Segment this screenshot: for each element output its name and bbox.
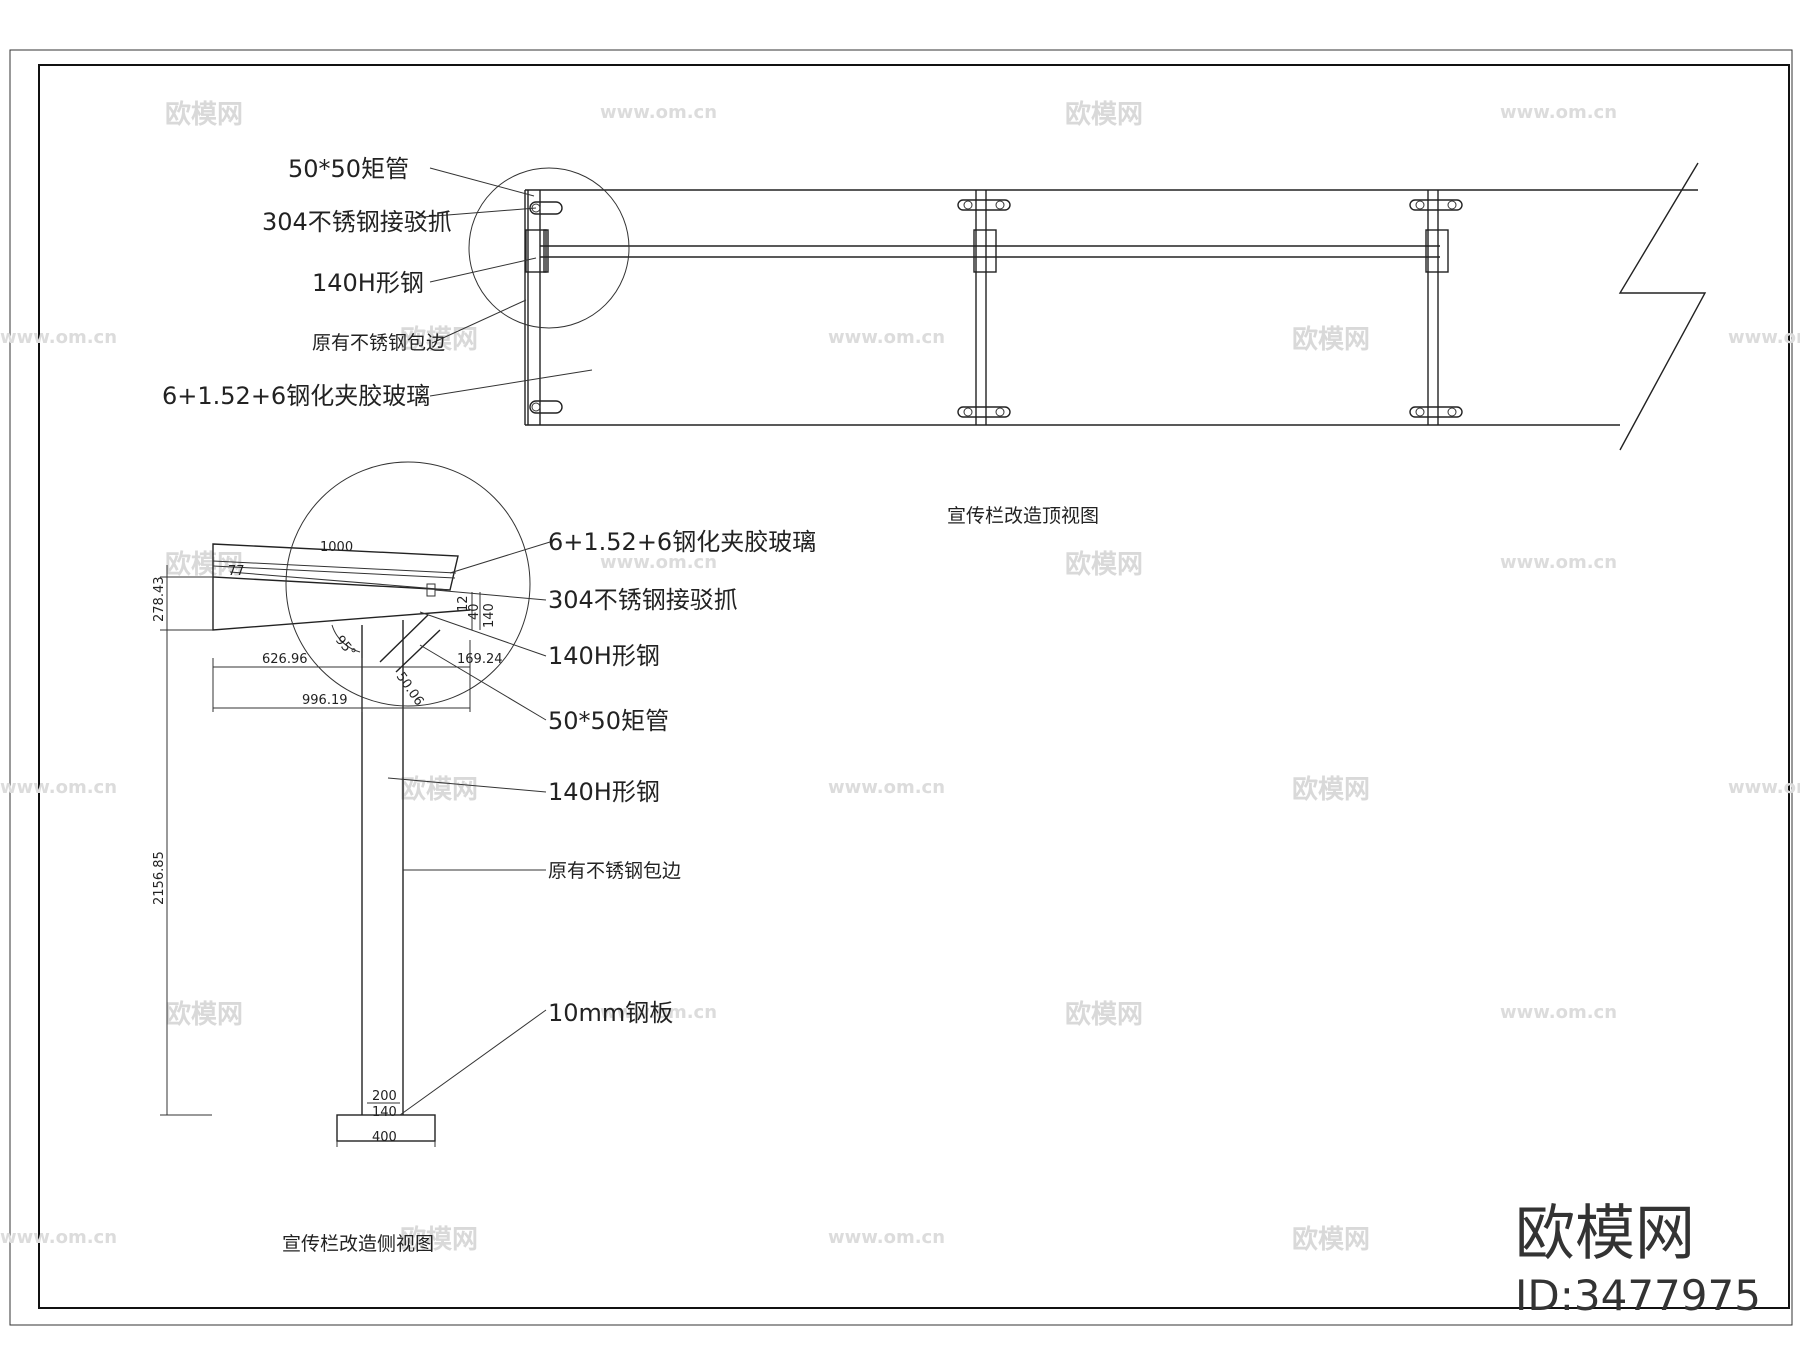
dim-2156: 2156.85 — [152, 851, 167, 905]
side-label-plate: 10mm钢板 — [548, 999, 673, 1027]
side-label-tube: 50*50矩管 — [548, 707, 669, 735]
watermark-url: www.om.cn — [0, 1227, 117, 1248]
dim-278: 278.43 — [152, 577, 167, 623]
watermark-logo: 欧模网 — [1065, 999, 1143, 1030]
label-edge: 原有不锈钢包边 — [312, 332, 445, 354]
label-tube: 50*50矩管 — [288, 155, 409, 183]
side-label-hsteel-top: 140H形钢 — [548, 642, 660, 670]
sheet-outer-frame — [9, 49, 1793, 1326]
dim-77: 77 — [228, 564, 245, 579]
watermark-url: www.om.cn — [1500, 552, 1617, 573]
sheet-inner-frame — [38, 64, 1790, 1309]
watermark-url: www.om.cn — [600, 1002, 717, 1023]
top-view-title: 宣传栏改造顶视图 — [947, 505, 1099, 527]
watermark-url: www.om.cn — [1500, 1002, 1617, 1023]
dim-1000: 1000 — [320, 540, 353, 555]
watermark-logo: 欧模网 — [1292, 774, 1370, 805]
watermark-logo: 欧模网 — [400, 1224, 478, 1255]
top-view: 50*50矩管 304不锈钢接驳抓 140H形钢 原有不锈钢包边 6+1.52+… — [162, 155, 1707, 527]
dim-5006: 50.06 — [393, 670, 427, 709]
watermark-url: www.om.cn — [828, 777, 945, 798]
watermark-url: www.om.cn — [1728, 327, 1800, 348]
brand-logo-text: 欧模网 — [1515, 1199, 1695, 1269]
watermark-logo: 欧模网 — [1065, 99, 1143, 130]
side-label-clamp: 304不锈钢接驳抓 — [548, 586, 738, 614]
dim-626: 626.96 — [262, 652, 308, 667]
detail-circle-top — [468, 167, 630, 329]
side-label-hsteel-post: 140H形钢 — [548, 778, 660, 806]
watermark-url: www.om.cn — [600, 102, 717, 123]
dim-169: 169.24 — [457, 652, 503, 667]
watermark-logo: 欧模网 — [1292, 324, 1370, 355]
post-3 — [1409, 190, 1463, 425]
watermark-logo: 欧模网 — [400, 774, 478, 805]
watermark-layer: 欧模网 www.om.cn 欧模网 www.om.cn www.om.cn 欧模… — [0, 99, 1800, 1255]
dim-140v: 140 — [482, 603, 497, 628]
dim-140: 140 — [372, 1105, 397, 1120]
dim-400: 400 — [372, 1130, 397, 1145]
watermark-url: www.om.cn — [1500, 102, 1617, 123]
watermark-logo: 欧模网 — [165, 999, 243, 1030]
watermark-url: www.om.cn — [600, 552, 717, 573]
label-glass: 6+1.52+6钢化夹胶玻璃 — [162, 382, 430, 410]
brand-id: ID:3477975 — [1515, 1271, 1761, 1320]
side-label-edge: 原有不锈钢包边 — [548, 860, 681, 882]
side-label-glass: 6+1.52+6钢化夹胶玻璃 — [548, 528, 816, 556]
watermark-logo: 欧模网 — [165, 549, 243, 580]
dim-95: 95° — [332, 633, 358, 660]
watermark-logo: 欧模网 — [1292, 1224, 1370, 1255]
dim-200: 200 — [372, 1089, 397, 1104]
side-view: 2156.85 278.43 1000 77 626.96 169.24 996… — [152, 461, 816, 1255]
watermark-url: www.om.cn — [828, 327, 945, 348]
dim-996: 996.19 — [302, 693, 348, 708]
watermark-logo: 欧模网 — [165, 99, 243, 130]
watermark-url: www.om.cn — [1728, 777, 1800, 798]
watermark-url: www.om.cn — [828, 1227, 945, 1248]
watermark-logo: 欧模网 — [1065, 549, 1143, 580]
detail-circle-side — [285, 461, 531, 707]
watermark-url: www.om.cn — [0, 777, 117, 798]
post-1 — [525, 190, 563, 425]
side-view-title: 宣传栏改造侧视图 — [282, 1233, 434, 1255]
watermark-url: www.om.cn — [0, 327, 117, 348]
dim-40: 40 — [467, 603, 482, 620]
post-2 — [957, 190, 1011, 425]
dim-12: 12 — [456, 595, 471, 612]
label-hsteel: 140H形钢 — [312, 269, 424, 297]
label-clamp: 304不锈钢接驳抓 — [262, 208, 452, 236]
